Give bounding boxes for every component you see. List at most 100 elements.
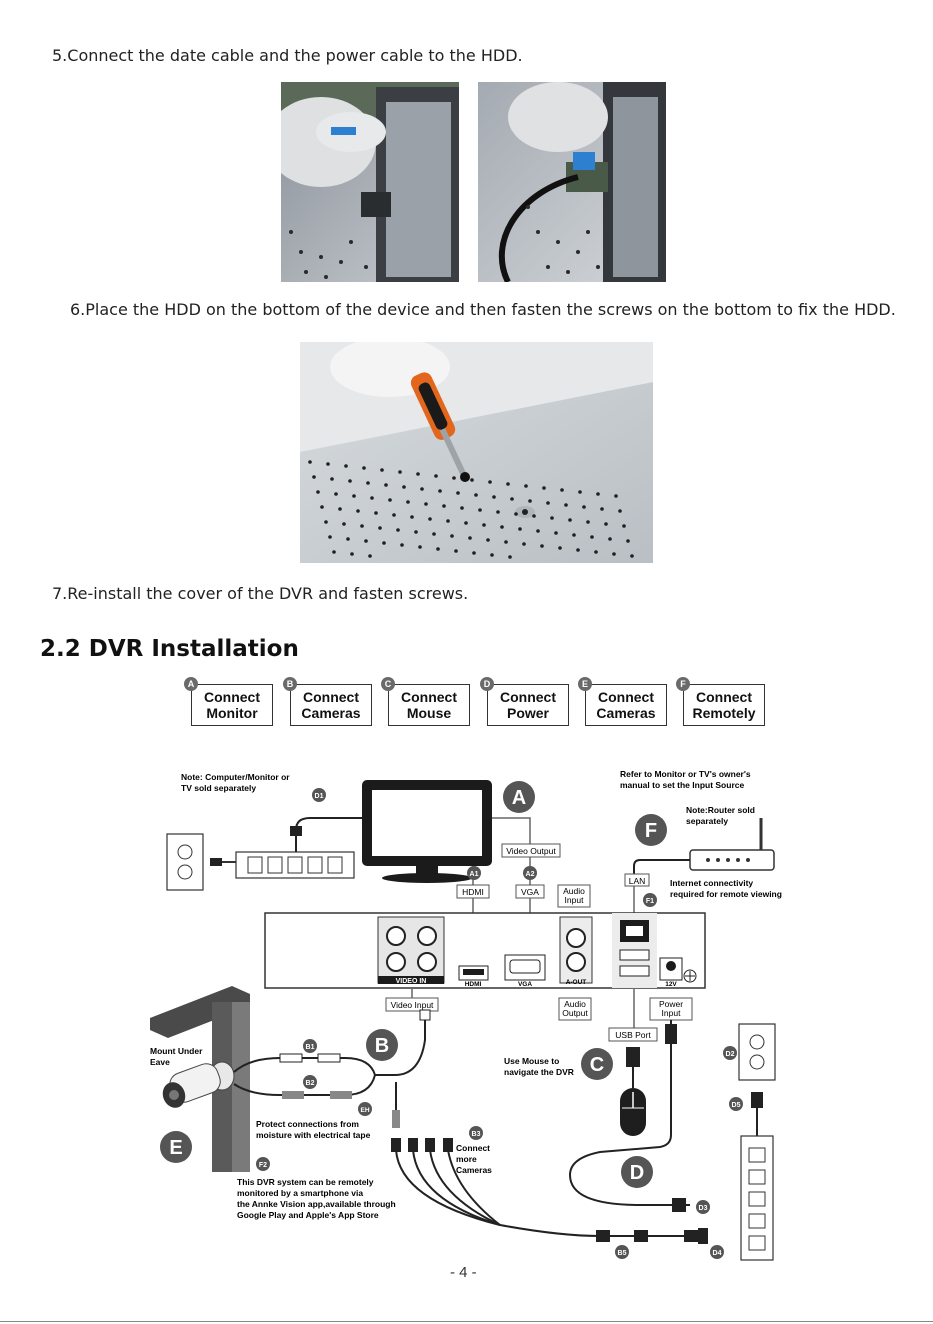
tag-b2: B2 [306,1080,315,1087]
install-step-line2: Cameras [596,705,656,721]
power-cable [568,1020,690,1206]
audio-input-label-2: Input [565,895,585,905]
install-step-line1: Connect [401,689,457,705]
protect-line2: moisture with electrical tape [256,1130,371,1140]
install-step-badge: C [381,677,395,691]
tag-f1: F1 [646,898,654,905]
install-step-line2: Monitor [206,705,258,721]
connect-more-line3: Cameras [456,1165,492,1175]
tag-d5: D5 [732,1102,741,1109]
use-mouse-line1: Use Mouse to [504,1056,559,1066]
svg-text:A: A [512,787,526,809]
note-monitor-line1: Note: Computer/Monitor or [181,772,290,782]
install-step-line2: Remotely [692,705,756,721]
big-marker-c [581,1048,613,1080]
install-step-line2: Cameras [301,705,361,721]
note-router-line2: separately [686,816,728,826]
lan-label: LAN [629,876,646,886]
install-step-badge: E [578,677,592,691]
tag-d3: D3 [699,1205,708,1212]
v12-label: 12V [665,981,677,988]
photo-fasten-screws [300,342,653,563]
monitor-plug-icon [290,826,302,836]
refer-line1: Refer to Monitor or TV's owner's [620,769,751,779]
wiring-diagram: Note: Computer/Monitor or TV sold separa… [150,769,782,1261]
step-5-text: 5.Connect the date cable and the power c… [52,46,523,65]
svg-text:D: D [630,1162,644,1184]
tag-f2: F2 [259,1162,267,1169]
camera-cable-bundle [395,1082,700,1237]
tag-a1: A1 [470,871,479,878]
camera-icon [162,1061,235,1108]
svg-text:B: B [375,1035,389,1057]
protect-line1: Protect connections from [256,1119,359,1129]
big-marker-e [160,1131,192,1163]
monitor-power-cable [295,817,362,852]
install-step-line1: Connect [500,689,556,705]
video-in-label: VIDEO IN [396,978,427,985]
tag-a2: A2 [526,871,535,878]
install-step-line2: Mouse [406,705,452,721]
remote-line4: Google Play and Apple's App Store [237,1210,379,1220]
internet-line1: Internet connectivity [670,878,753,888]
power-strip-horizontal-icon [210,851,355,879]
install-step-line1: Connect [696,689,752,705]
connect-more-line2: more [456,1154,477,1164]
connect-more-line1: Connect [456,1143,490,1153]
step-7-text: 7.Re-install the cover of the DVR and fa… [52,584,469,603]
install-step-badge: B [283,677,297,691]
photo-connect-cable-left [281,82,459,282]
install-step-line1: Connect [204,689,260,705]
note-monitor-line2: TV sold separately [181,783,256,793]
tag-d4: D4 [713,1250,722,1257]
wall-outlet-right [738,1023,776,1081]
big-marker-d [621,1156,653,1188]
big-marker-b [366,1029,398,1061]
vga-label: VGA [521,887,539,897]
video-input-label: Video Input [391,1000,434,1010]
install-step-badge: A [184,677,198,691]
install-step-line2: Power [506,705,549,721]
tag-d1: D1 [315,793,324,800]
install-step-badge: D [480,677,494,691]
mouse-icon [620,1088,646,1136]
use-mouse-line2: navigate the DVR [504,1067,574,1077]
power-input-label-1: Power [659,999,683,1009]
remote-line2: monitored by a smartphone via [237,1188,363,1198]
step-6-text: 6.Place the HDD on the bottom of the dev… [70,300,896,319]
photo-connect-cable-right [478,82,666,282]
install-step-badge: F [676,677,690,691]
router-icon [689,818,775,871]
svg-text:E: E [169,1137,182,1159]
page-number: - 4 - [450,1264,477,1281]
a-out-label: A-OUT [566,979,587,986]
tag-eh: EH [360,1107,369,1114]
remote-line3: the Annke Vision app,available through [237,1199,396,1209]
internet-line2: required for remote viewing [670,889,782,899]
wall-outlet-left [166,833,204,891]
strip-plug-icon [751,1092,763,1108]
panel-vga-label: VGA [518,981,532,988]
big-marker-a [503,781,535,813]
audio-input-label-1: Audio [563,886,585,896]
usb-port-label: USB Port [615,1030,651,1040]
dvr-back-panel [264,912,706,989]
video-output-label: Video Output [506,846,556,856]
remote-line1: This DVR system can be remotely [237,1177,374,1187]
section-title: 2.2 DVR Installation [40,636,299,662]
tag-b1: B1 [306,1044,315,1051]
tag-b3: B3 [472,1131,481,1138]
power-strip-vertical-icon [740,1135,774,1261]
refer-line2: manual to set the Input Source [620,780,744,790]
svg-text:F: F [645,820,657,842]
tag-d2: D2 [726,1051,735,1058]
panel-hdmi-label: HDMI [465,981,482,988]
audio-output-label-2: Output [562,1008,588,1018]
tag-b5: B5 [618,1250,627,1257]
